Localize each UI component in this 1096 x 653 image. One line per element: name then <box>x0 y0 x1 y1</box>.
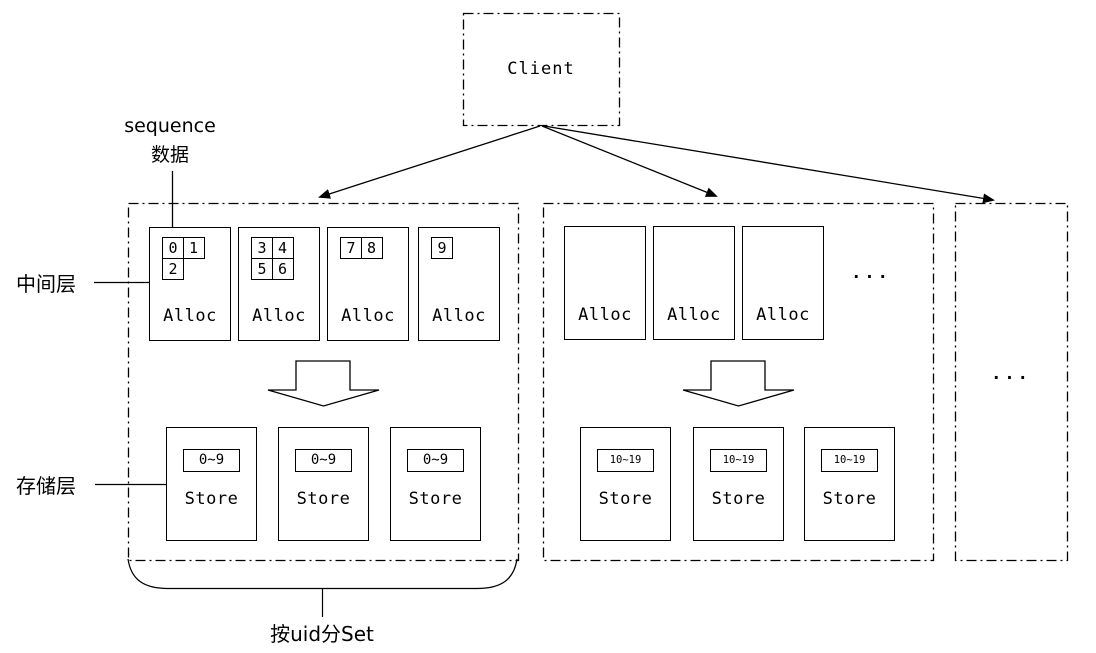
sequence-data-label-line2: 数据 <box>150 144 189 166</box>
uid-cell: 1 <box>182 237 205 259</box>
alloc-label: Alloc <box>578 305 632 325</box>
alloc-node: 0 1 2 Alloc <box>149 227 236 345</box>
alloc-node: Alloc <box>564 226 651 344</box>
uid-cell: 2 <box>162 257 184 280</box>
alloc-node: Alloc <box>653 226 740 344</box>
store-node: 0~9 Store <box>278 427 369 541</box>
client-to-set2-arrow-icon <box>541 125 718 197</box>
middle-layer-label: 中间层 <box>16 272 76 296</box>
sequence-data-label: sequence 数据 <box>95 112 245 170</box>
set-partition-caption: 按uid分Set <box>270 622 374 646</box>
store-label: Store <box>598 489 653 509</box>
alloc-node: 3 4 5 6 Alloc <box>238 227 325 345</box>
store-label: Store <box>408 489 463 509</box>
uid-range-badge: 10~19 <box>710 449 767 472</box>
storage-layer-label: 存储层 <box>16 474 76 498</box>
uid-cell: 7 <box>340 237 362 259</box>
client-node: Client <box>507 59 575 79</box>
uid-cell: 6 <box>271 257 294 280</box>
alloc-node: 9 Alloc <box>418 227 505 345</box>
alloc-label: Alloc <box>252 306 306 326</box>
store-node: 0~9 Store <box>390 427 481 541</box>
uid-cell: 9 <box>431 237 453 259</box>
set-brace-icon <box>127 558 518 617</box>
alloc-label: Alloc <box>163 306 217 326</box>
store-label: Store <box>296 489 351 509</box>
store-node: 0~9 Store <box>166 427 257 541</box>
more-allocs-ellipsis: ... <box>851 263 891 283</box>
uid-cell: 8 <box>360 237 383 259</box>
uid-cell: 0 <box>162 237 184 259</box>
alloc-label: Alloc <box>667 305 721 325</box>
store-node: 10~19 Store <box>804 427 895 541</box>
client-to-set3-arrow-icon <box>543 125 995 204</box>
uid-cells: 3 4 5 6 <box>251 237 294 280</box>
uid-range-badge: 0~9 <box>407 449 464 472</box>
down-block-arrow-icon <box>682 360 795 407</box>
sequence-data-label-line1: sequence <box>124 115 216 137</box>
alloc-label: Alloc <box>756 305 810 325</box>
uid-range-badge: 10~19 <box>597 449 654 472</box>
store-label: Store <box>822 489 877 509</box>
client-to-set1-arrow-icon <box>318 125 541 199</box>
uid-cell: 3 <box>251 237 273 259</box>
store-node: 10~19 Store <box>693 427 784 541</box>
uid-range-badge: 10~19 <box>821 449 878 472</box>
alloc-node: Alloc <box>742 226 829 344</box>
alloc-node: 7 8 Alloc <box>327 227 414 345</box>
uid-cells: 0 1 2 <box>162 237 205 280</box>
store-label: Store <box>711 489 766 509</box>
more-sets-ellipsis: ... <box>991 364 1031 384</box>
uid-range-badge: 0~9 <box>183 449 240 472</box>
store-node: 10~19 Store <box>580 427 671 541</box>
uid-cell: 5 <box>251 257 273 280</box>
alloc-label: Alloc <box>341 306 395 326</box>
store-label: Store <box>184 489 239 509</box>
down-block-arrow-icon <box>267 360 380 407</box>
uid-cells: 7 8 <box>340 237 383 259</box>
alloc-label: Alloc <box>432 306 486 326</box>
uid-cell: 4 <box>271 237 294 259</box>
uid-range-badge: 0~9 <box>295 449 352 472</box>
uid-cells: 9 <box>431 237 453 259</box>
